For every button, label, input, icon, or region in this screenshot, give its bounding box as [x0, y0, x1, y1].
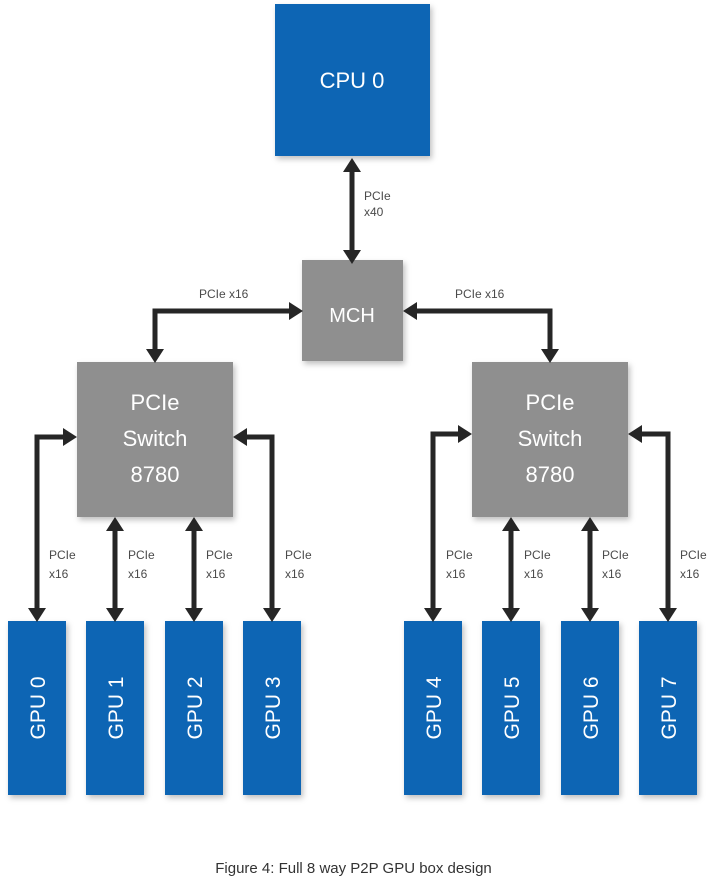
cpu-mch-label-line-1: PCIe	[364, 189, 391, 203]
arrowhead-cpu-mch-bottom	[343, 250, 361, 264]
gpu-node-1: GPU 1	[86, 621, 144, 795]
switch-right-line-1: PCIe	[526, 390, 575, 415]
arrowhead-mch-right-at-mch	[403, 302, 417, 320]
arrowhead-gpu-2-at-gpu	[185, 608, 203, 622]
switch-left-line-1: PCIe	[131, 390, 180, 415]
gpu-label-6: GPU 6	[580, 676, 603, 739]
gpu-label-1: GPU 1	[105, 676, 128, 739]
gpu-2-link-label-line-2: x16	[206, 567, 226, 581]
gpu-label-4: GPU 4	[423, 676, 446, 739]
gpu-4-link-label-line-2: x16	[446, 567, 466, 581]
arrowhead-gpu-3-at-gpu	[263, 608, 281, 622]
arrowhead-gpu-3-at-switch	[233, 428, 247, 446]
mch-node: MCH	[302, 260, 403, 361]
arrowhead-gpu-6-at-switch	[581, 517, 599, 531]
arrowhead-gpu-6-at-gpu	[581, 608, 599, 622]
gpu-label-2: GPU 2	[184, 676, 207, 739]
switch-left-line-3: 8780	[131, 462, 180, 487]
arrowhead-mch-left-at-switch	[146, 349, 164, 363]
gpu-4-link-label-line-1: PCIe	[446, 548, 473, 562]
mch-right-label: PCIe x16	[455, 287, 505, 301]
switch-right-node: PCIe Switch 8780	[472, 362, 628, 517]
arrowhead-gpu-1-at-switch	[106, 517, 124, 531]
gpu-label-3: GPU 3	[262, 676, 285, 739]
switch-right-line-3: 8780	[526, 462, 575, 487]
gpu-node-0: GPU 0	[8, 621, 66, 795]
gpu-label-0: GPU 0	[27, 676, 50, 739]
cpu-node: CPU 0	[275, 4, 430, 156]
arrowhead-gpu-0-at-switch	[63, 428, 77, 446]
link-switch-left-gpu-0	[34, 434, 63, 608]
arrowhead-gpu-0-at-gpu	[28, 608, 46, 622]
link-mch-switch-right	[417, 308, 553, 349]
arrowhead-gpu-1-at-gpu	[106, 608, 124, 622]
gpu-node-6: GPU 6	[561, 621, 619, 795]
gpu-2-link-label-line-1: PCIe	[206, 548, 233, 562]
gpu-node-2: GPU 2	[165, 621, 223, 795]
arrowhead-gpu-5-at-switch	[502, 517, 520, 531]
arrowhead-gpu-7-at-switch	[628, 425, 642, 443]
gpu-0-link-label-line-2: x16	[49, 567, 69, 581]
gpu-node-7: GPU 7	[639, 621, 697, 795]
gpu-node-5: GPU 5	[482, 621, 540, 795]
link-mch-switch-left	[152, 308, 289, 349]
arrowhead-mch-right-at-switch	[541, 349, 559, 363]
gpu-3-link-label-line-1: PCIe	[285, 548, 312, 562]
link-switch-right-gpu-4	[430, 431, 458, 608]
gpu-0-link-label-line-1: PCIe	[49, 548, 76, 562]
gpu-5-link-label-line-2: x16	[524, 567, 544, 581]
switch-left-node: PCIe Switch 8780	[77, 362, 233, 517]
mch-left-label: PCIe x16	[199, 287, 249, 301]
gpu-3-link-label-line-2: x16	[285, 567, 305, 581]
arrowhead-gpu-7-at-gpu	[659, 608, 677, 622]
arrowhead-mch-left-at-mch	[289, 302, 303, 320]
figure-caption: Figure 4: Full 8 way P2P GPU box design	[215, 860, 492, 877]
switch-left-line-2: Switch	[123, 426, 188, 451]
link-switch-right-gpu-7	[642, 431, 671, 608]
arrowhead-gpu-4-at-gpu	[424, 608, 442, 622]
link-labels: PCIe x40 PCIe x16 PCIe x16 PCIe x16 PCIe…	[49, 189, 707, 581]
arrowhead-gpu-5-at-gpu	[502, 608, 520, 622]
gpu-6-link-label-line-1: PCIe	[602, 548, 629, 562]
switch-right-line-2: Switch	[518, 426, 583, 451]
arrowhead-gpu-4-at-switch	[458, 425, 472, 443]
mch-label: MCH	[329, 305, 375, 327]
gpu-node-3: GPU 3	[243, 621, 301, 795]
gpu-1-link-label-line-2: x16	[128, 567, 148, 581]
connector-arrows	[28, 158, 677, 622]
gpu-7-link-label-line-1: PCIe	[680, 548, 707, 562]
gpu-label-7: GPU 7	[658, 676, 681, 739]
gpu-5-link-label-line-1: PCIe	[524, 548, 551, 562]
gpu-7-link-label-line-2: x16	[680, 567, 700, 581]
gpu-node-4: GPU 4	[404, 621, 462, 795]
gpu-1-link-label-line-1: PCIe	[128, 548, 155, 562]
cpu-label: CPU 0	[320, 68, 385, 93]
topology-diagram: CPU 0 MCH PCIe Switch 8780 PCIe Switch 8…	[8, 4, 707, 795]
gpu-label-5: GPU 5	[501, 676, 524, 739]
arrowhead-gpu-2-at-switch	[185, 517, 203, 531]
arrowhead-cpu-mch-top	[343, 158, 361, 172]
cpu-mch-label-line-2: x40	[364, 205, 384, 219]
gpu-6-link-label-line-2: x16	[602, 567, 622, 581]
link-switch-left-gpu-3	[247, 434, 275, 608]
